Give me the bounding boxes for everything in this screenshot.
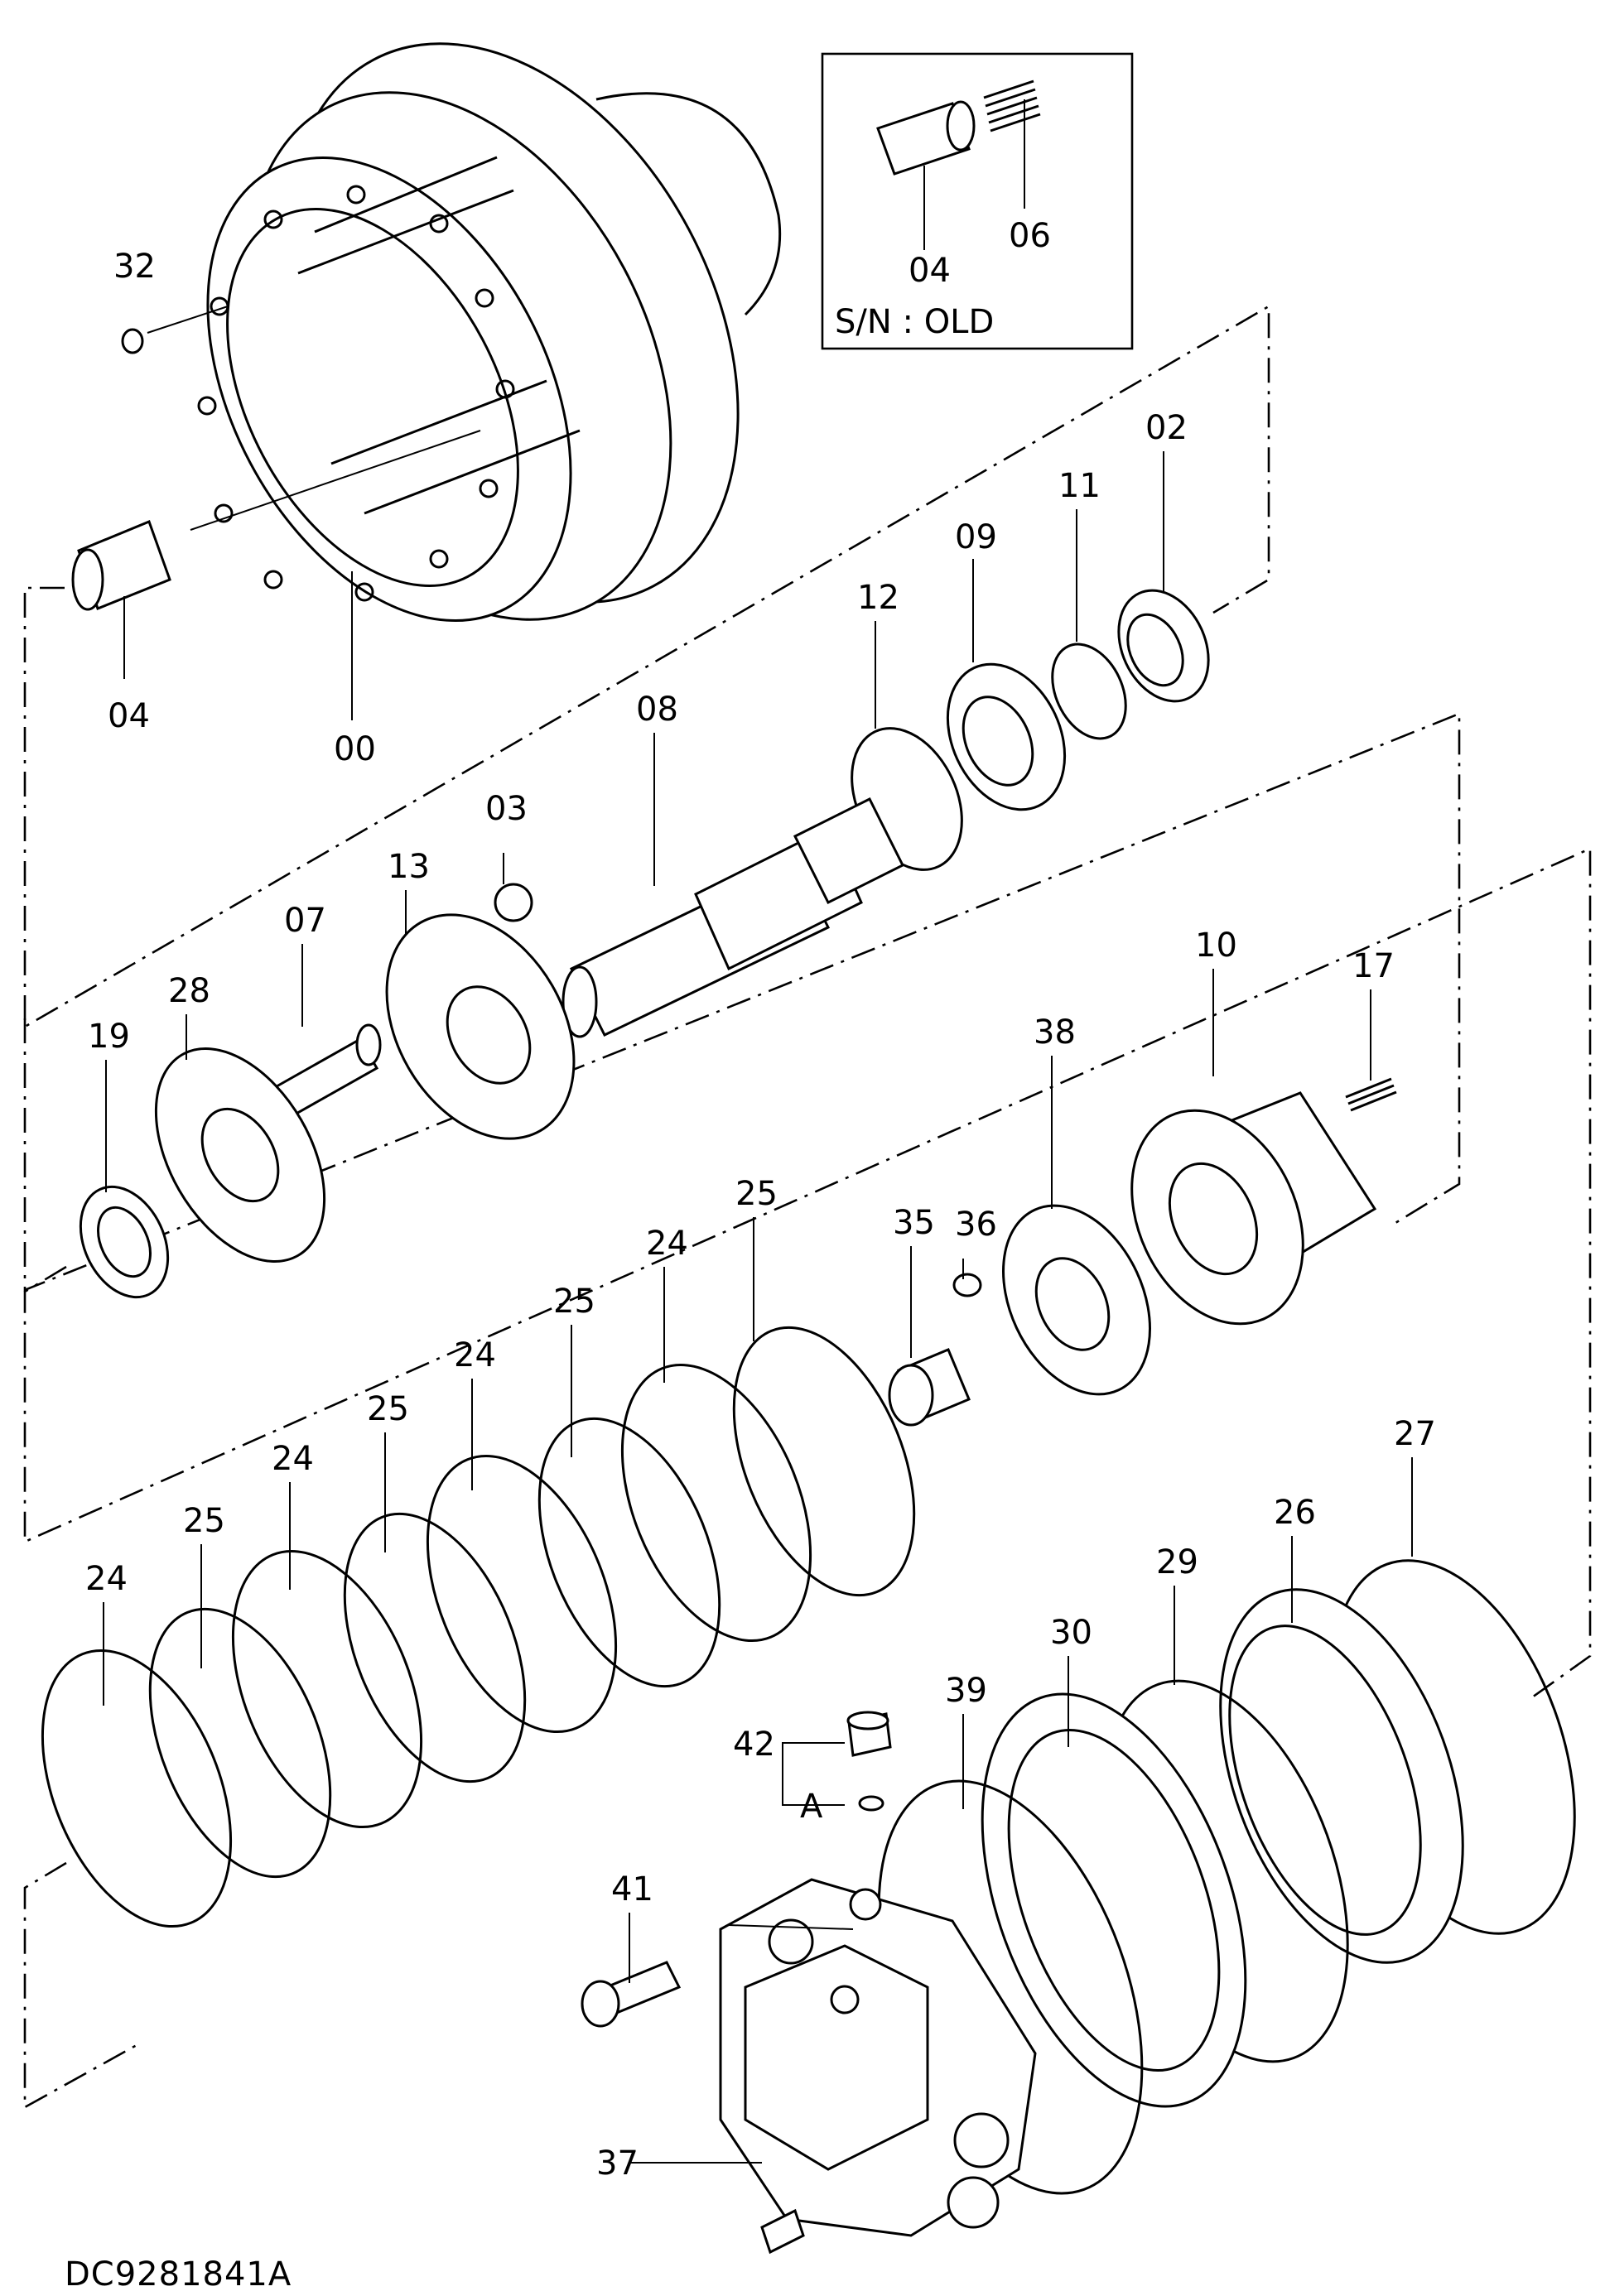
ring-30 [981,1692,1247,2108]
inset-pin-04 [876,100,976,176]
label-02: 02 [1145,409,1188,447]
label-26: 26 [1274,1494,1316,1532]
label-25-d: 25 [183,1502,225,1540]
label-17: 17 [1352,947,1395,985]
label-09: 09 [955,518,997,556]
o-ring-32 [121,328,144,354]
ball-03 [494,883,533,922]
label-08: 08 [636,691,678,729]
label-00: 00 [334,730,376,768]
label-11: 11 [1058,467,1101,505]
label-19: 19 [88,1018,130,1056]
label-30: 30 [1050,1614,1092,1652]
inset-spring-06 [983,79,1041,132]
housing-00 [197,42,782,622]
label-27: 27 [1394,1415,1436,1453]
label-38: 38 [1034,1013,1076,1052]
label-25-a: 25 [735,1175,778,1213]
needle-bearing-35 [888,1348,971,1427]
assembly-boundary-lines [23,304,1592,2110]
label-24-d: 24 [85,1560,128,1598]
label-37: 37 [596,2144,639,2183]
valve-body-37 [719,1878,1037,2255]
label-25-b: 25 [553,1283,595,1321]
pin-04 [71,520,171,611]
label-24-b: 24 [454,1336,496,1374]
inset-caption: S/N : OLD [835,303,994,341]
label-29: 29 [1156,1543,1198,1581]
label-13: 13 [388,848,430,886]
label-41: 41 [611,1870,653,1909]
plate-28 [154,1047,326,1263]
label-35: 35 [893,1204,935,1242]
label-36: 36 [955,1206,997,1244]
o-ring-A [858,1795,884,1812]
part-labels: 32 04 00 02 11 09 12 08 03 13 07 28 19 1… [85,248,1436,2183]
label-12: 12 [857,579,899,617]
swash-plate-13 [385,913,576,1140]
label-25-c: 25 [367,1390,409,1428]
leader-lines [103,451,1413,2164]
label-04: 04 [108,697,150,735]
pin-36 [952,1273,982,1297]
snap-ring-11 [1051,643,1127,740]
label-28: 28 [168,972,210,1010]
label-03: 03 [485,790,528,828]
label-10: 10 [1195,927,1237,965]
inset-label-06: 06 [1009,217,1051,255]
pin-07 [263,1023,382,1124]
spring-17 [1345,1077,1397,1112]
label-24-c: 24 [272,1440,314,1478]
seal-02 [1117,589,1210,703]
drawing-code: DC9281841A [65,2255,292,2294]
inset-label-04: 04 [909,252,951,290]
shaft-08 [562,797,905,1038]
label-32: 32 [113,248,156,286]
valve-plate-38 [1002,1204,1151,1396]
cylinder-block-10 [1130,1091,1377,1326]
label-A: A [800,1788,823,1826]
plate-stack-24-25 [41,1326,916,1928]
label-07: 07 [284,902,326,940]
label-42: 42 [733,1726,775,1764]
plug-42 [846,1711,892,1757]
bearing-09 [946,662,1067,811]
bushing-19 [79,1185,170,1299]
inset-box: 04 06 S/N : OLD [821,52,1134,350]
label-24-a: 24 [646,1225,688,1263]
bolt-41 [581,1961,682,2028]
piston-26 [1219,1588,1464,1964]
label-39: 39 [945,1672,987,1710]
